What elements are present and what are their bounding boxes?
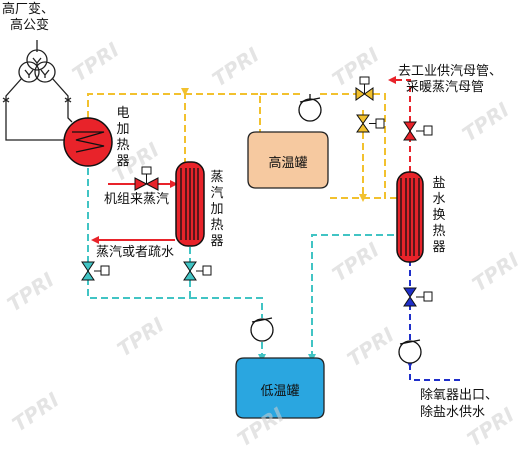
deaerator-label-line2: 除盐水供水	[420, 405, 486, 420]
hot-salt-pump	[298, 94, 322, 122]
electric-heater	[63, 117, 113, 167]
transformer-label-line2: 高公变	[10, 18, 50, 33]
steam-or-drain-label: 蒸汽或者疏水	[96, 245, 175, 260]
supply-label-line1: 去工业供汽母管、	[398, 64, 503, 79]
steam-heater	[175, 161, 205, 247]
cold-salt-lines	[87, 168, 405, 362]
water-lines	[406, 260, 460, 381]
brine-heat-exchanger	[396, 171, 424, 263]
electric-wiring	[2, 77, 80, 141]
transformer-symbol	[18, 40, 56, 83]
electric-heater-label: 电加热器	[116, 106, 130, 169]
high-temp-tank-label: 高温罐	[268, 156, 308, 171]
steam-lines	[91, 180, 178, 244]
cold-salt-pump	[250, 317, 274, 342]
feedwater-pump	[398, 339, 422, 364]
hot-salt-valve	[355, 76, 385, 133]
supply-steam-lines	[388, 76, 411, 172]
steam-heater-label: 蒸汽加热器	[210, 170, 224, 249]
cold-salt-valve-left	[81, 261, 110, 281]
transformer-label-line1: 高厂变、	[2, 2, 55, 17]
cold-salt-valve-middle	[183, 261, 212, 281]
steam-supply-valve	[403, 121, 433, 141]
high-temp-tank	[247, 131, 329, 189]
steam-inlet-valve	[134, 166, 159, 191]
low-temp-tank-label: 低温罐	[260, 384, 300, 399]
supply-label-line2: 采暖蒸汽母管	[406, 80, 485, 95]
deaerator-label-line1: 除氧器出口、	[420, 388, 499, 403]
water-valve	[403, 287, 433, 307]
unit-steam-label: 机组来蒸汽	[104, 192, 170, 207]
low-temp-tank	[235, 357, 325, 419]
brine-exchanger-label: 盐水换热器	[432, 176, 446, 255]
